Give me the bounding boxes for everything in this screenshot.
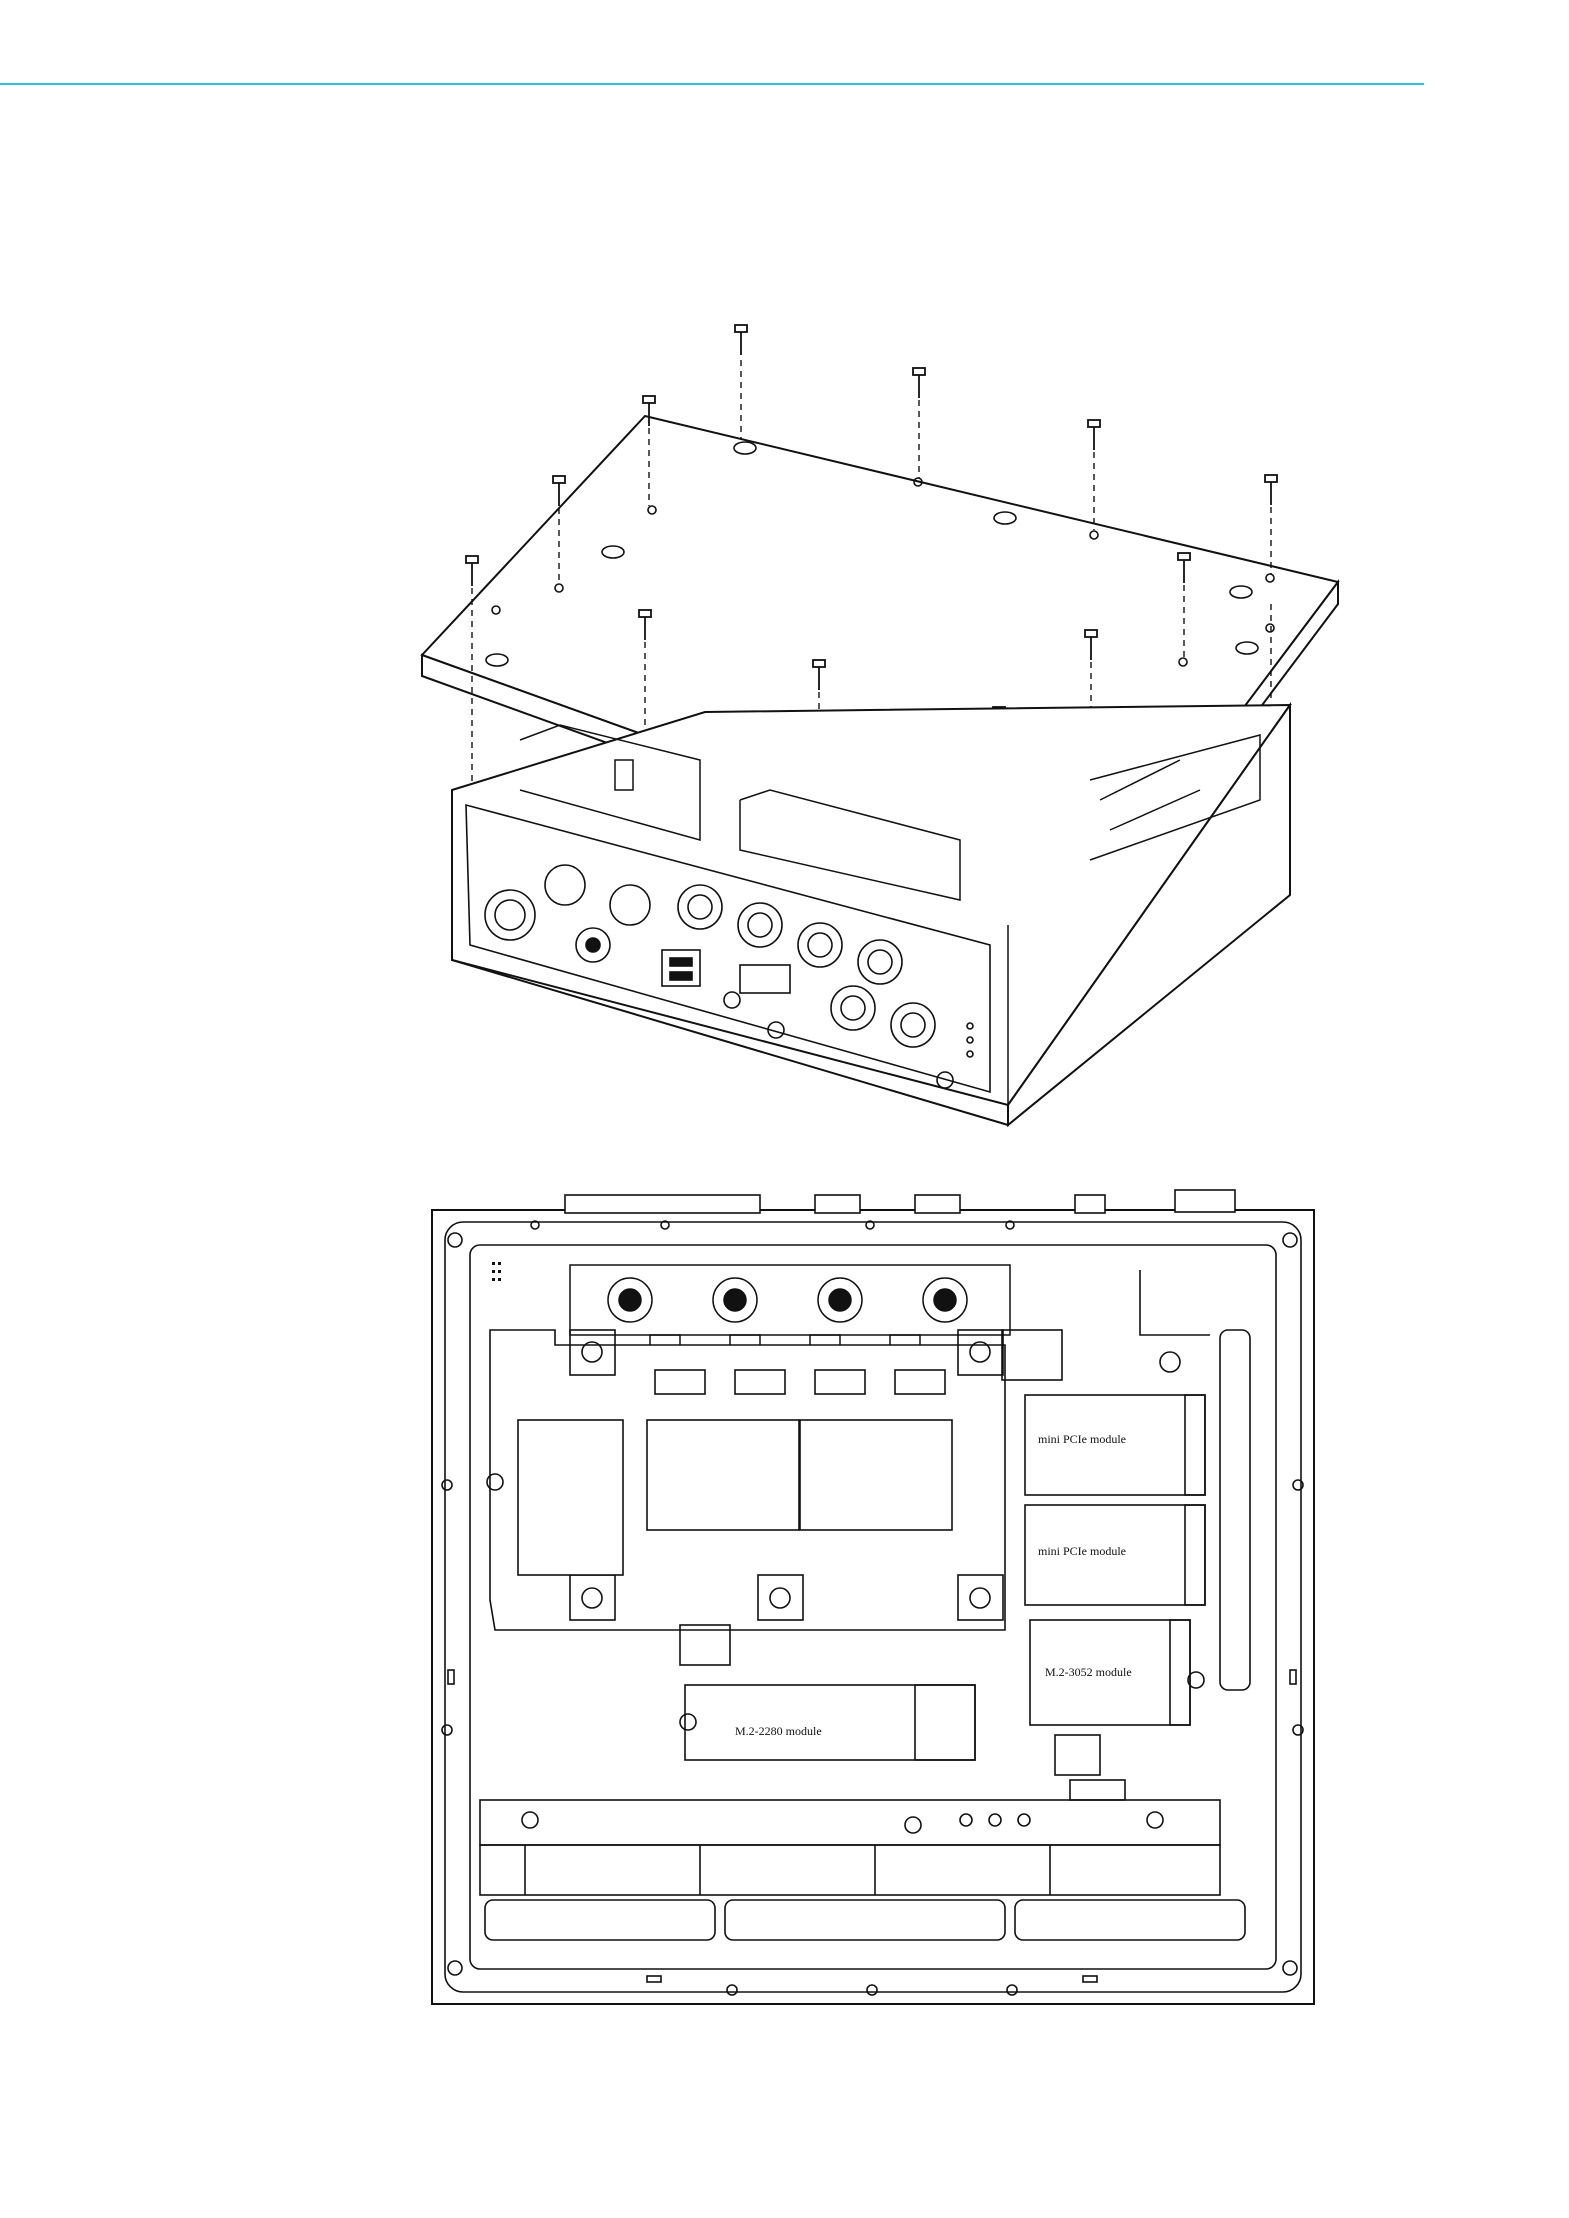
power-connector bbox=[485, 890, 535, 940]
screw bbox=[466, 556, 478, 586]
m2-2280-module bbox=[685, 1685, 975, 1760]
vga-port bbox=[740, 965, 790, 993]
io-board bbox=[570, 1265, 1010, 1355]
label-mini-pcie-2: mini PCIe module bbox=[1038, 1544, 1126, 1559]
enclosure-frame bbox=[432, 1210, 1314, 2004]
m12-connector bbox=[678, 885, 722, 929]
top-edge-connectors bbox=[565, 1190, 1235, 1213]
label-m2-2280: M.2-2280 module bbox=[735, 1724, 822, 1739]
m12-connector bbox=[831, 986, 875, 1030]
label-m2-3052: M.2-3052 module bbox=[1045, 1665, 1132, 1680]
chassis-body bbox=[452, 705, 1290, 1125]
frame-screws bbox=[442, 1221, 1303, 1995]
screw bbox=[913, 368, 925, 398]
label-mini-pcie-1: mini PCIe module bbox=[1038, 1432, 1126, 1447]
m12-connector bbox=[858, 940, 902, 984]
screw bbox=[1088, 420, 1100, 450]
sim-slot bbox=[1055, 1735, 1100, 1775]
m12-connector bbox=[738, 903, 782, 947]
module-bays bbox=[680, 1270, 1250, 1775]
screw bbox=[1265, 475, 1277, 505]
sim-slot bbox=[680, 1625, 730, 1665]
connector-cap bbox=[545, 865, 585, 905]
m12-connector bbox=[891, 1003, 935, 1047]
connector-cap bbox=[610, 885, 650, 925]
m12-connector bbox=[798, 923, 842, 967]
lower-bracket bbox=[480, 1780, 1245, 1940]
screw bbox=[735, 325, 747, 355]
exploded-view-drawing bbox=[0, 0, 1569, 1140]
screw bbox=[553, 476, 565, 506]
vent-dots bbox=[492, 1262, 501, 1281]
mounting-plate bbox=[487, 1330, 1005, 1630]
